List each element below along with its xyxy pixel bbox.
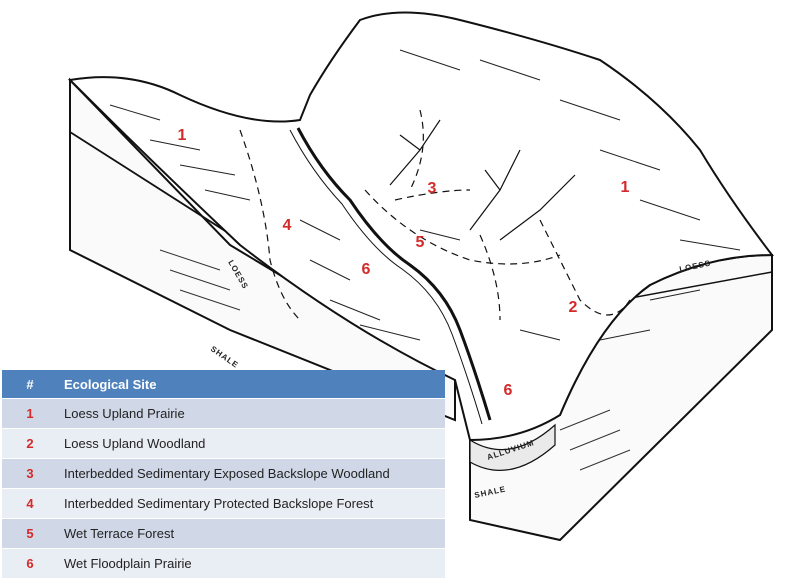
zone-label-1-right: 1 [621,179,630,196]
legend-row-site: Wet Floodplain Prairie [58,549,445,578]
zone-label-2: 2 [569,299,578,316]
legend-row-site: Loess Upland Prairie [58,399,445,429]
legend-row-number: 1 [2,399,58,429]
legend-row-site: Interbedded Sedimentary Exposed Backslop… [58,459,445,489]
legend-header-site: Ecological Site [58,370,445,399]
legend-row-site: Wet Terrace Forest [58,519,445,549]
legend-row: 2 Loess Upland Woodland [2,429,445,459]
zone-label-3: 3 [428,180,437,197]
legend-row-site: Loess Upland Woodland [58,429,445,459]
legend-row: 1 Loess Upland Prairie [2,399,445,429]
legend-row: 3 Interbedded Sedimentary Exposed Backsl… [2,459,445,489]
zone-label-6-upper: 6 [362,261,371,278]
zone-label-4: 4 [283,217,292,234]
zone-label-5: 5 [416,234,425,251]
legend-row-site: Interbedded Sedimentary Protected Backsl… [58,489,445,519]
legend-row-number: 3 [2,459,58,489]
legend-row-number: 5 [2,519,58,549]
legend-row: 6 Wet Floodplain Prairie [2,549,445,578]
ecological-site-legend: # Ecological Site 1 Loess Upland Prairie… [2,370,445,578]
zone-label-6-lower: 6 [504,382,513,399]
legend-row: 4 Interbedded Sedimentary Protected Back… [2,489,445,519]
legend-header-number: # [2,370,58,399]
legend-row: 5 Wet Terrace Forest [2,519,445,549]
zone-label-1-left: 1 [178,127,187,144]
legend-header-row: # Ecological Site [2,370,445,399]
shale-label-left: SHALE [209,344,240,370]
legend-row-number: 6 [2,549,58,578]
legend-row-number: 4 [2,489,58,519]
legend-row-number: 2 [2,429,58,459]
